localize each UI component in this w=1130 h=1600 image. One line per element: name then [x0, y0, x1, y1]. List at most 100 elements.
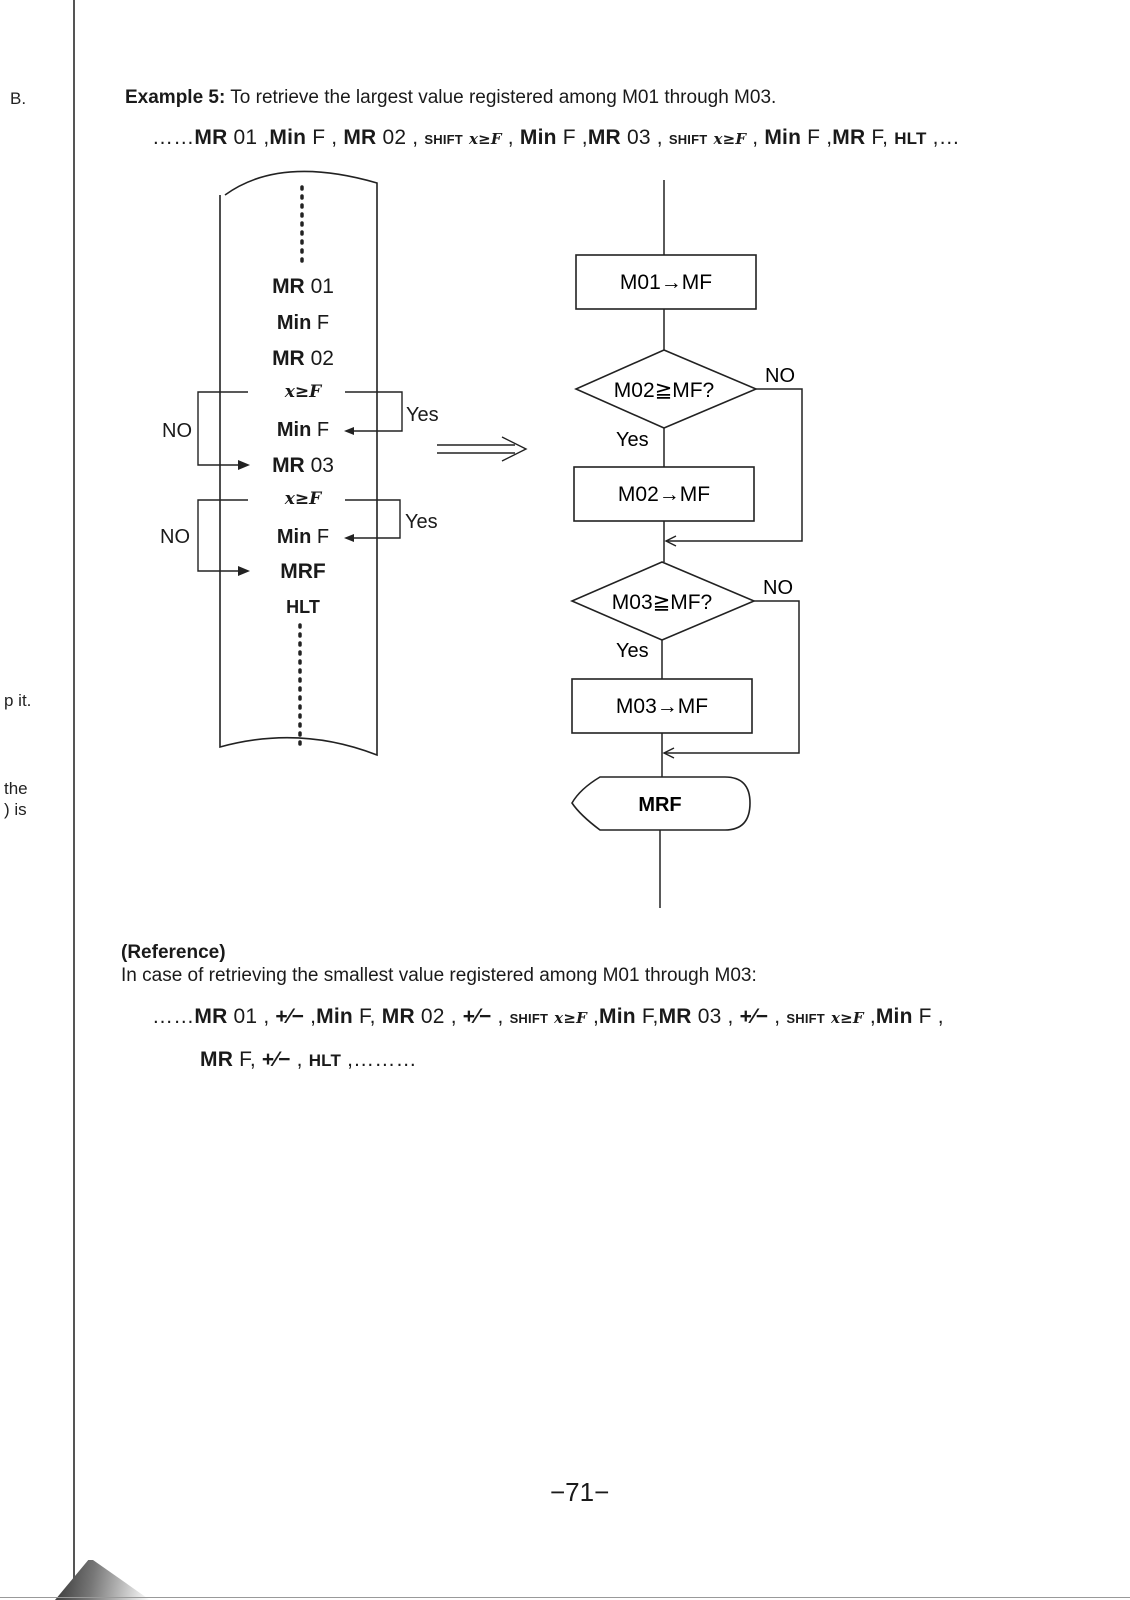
yes-bracket-1	[345, 391, 403, 432]
key-digits: 02	[382, 126, 407, 149]
key-sequence-1: ……MR 01 ,Min F , MR 02 , SHIFT x≥F , Min…	[152, 126, 960, 150]
ellipsis: ……	[152, 126, 195, 149]
arrowhead	[662, 747, 675, 759]
strip-line-mrf: MRF	[280, 560, 326, 583]
no-bracket-1	[197, 391, 248, 466]
key-min: Min	[316, 1005, 353, 1028]
double-arrow-head	[501, 436, 528, 462]
separator: ,	[331, 126, 338, 149]
key-shift: SHIFT	[424, 132, 463, 147]
no-bracket-2	[197, 499, 248, 572]
key-digits: 02	[420, 1005, 445, 1028]
separator: ,	[497, 1005, 504, 1028]
separator: ,	[727, 1005, 734, 1028]
separator: ,	[882, 126, 889, 149]
key-min: Min	[276, 312, 312, 334]
terminal-text: MRF	[638, 794, 681, 816]
key-mr: MR	[381, 1005, 415, 1028]
key-mr: MR	[194, 126, 228, 149]
key-f: F	[316, 312, 330, 334]
decision-1-no-label: NO	[765, 365, 795, 387]
key-min: Min	[875, 1005, 913, 1028]
key-mr: MR	[272, 347, 305, 370]
strip-line-x-ge-f: x≥F	[284, 382, 322, 402]
key-plus-minus: +∕−	[739, 1005, 769, 1028]
arrowhead	[344, 534, 354, 542]
key-mr: MR	[343, 126, 377, 149]
process-box-1-text: M01→MF	[620, 271, 712, 294]
separator: ,	[581, 126, 588, 149]
separator: ,	[347, 1048, 354, 1071]
example-text: To retrieve the largest value registered…	[230, 87, 777, 108]
example-label: Example 5:	[125, 87, 226, 108]
key-min: Min	[276, 419, 312, 441]
no-branch-1	[666, 388, 803, 542]
decision-2-text: M03≧MF?	[612, 591, 712, 614]
bottom-rule	[0, 1597, 1130, 1598]
strip-outline	[219, 170, 378, 757]
key-f: F	[807, 126, 821, 149]
page-number: −71−	[550, 1477, 610, 1507]
key-f: F	[316, 419, 330, 441]
separator: ,	[869, 1005, 876, 1028]
key-plus-minus: +∕−	[261, 1048, 291, 1071]
program-strip-graphic	[197, 170, 528, 757]
key-mr: MR	[200, 1048, 234, 1071]
separator: ,	[752, 126, 759, 149]
key-min: Min	[764, 126, 802, 149]
key-digits: 02	[310, 347, 334, 370]
ellipsis: ……	[152, 1005, 195, 1028]
process-box-3	[571, 678, 753, 734]
separator: ,	[412, 126, 419, 149]
no-branch-2	[664, 600, 800, 754]
key-f: F	[316, 526, 330, 548]
ellipsis: ………	[353, 1048, 417, 1071]
separator: ,	[932, 126, 939, 149]
key-x-ge-f: x≥F	[713, 130, 747, 148]
example-heading: Example 5: To retrieve the largest value…	[125, 87, 776, 109]
strip-no-label: NO	[160, 526, 190, 548]
decision-2-yes-label: Yes	[616, 640, 649, 662]
arrowhead	[344, 427, 354, 435]
strip-line-mr01: MR 01	[243, 275, 363, 299]
key-plus-minus: +∕−	[462, 1005, 492, 1028]
key-shift: SHIFT	[786, 1011, 825, 1026]
separator: ,	[826, 126, 833, 149]
reference-heading: (Reference)	[121, 942, 226, 963]
terminal-shape	[571, 776, 751, 831]
key-digits: 03	[697, 1005, 722, 1028]
key-x-ge-f: x≥F	[468, 130, 502, 148]
key-mr: MR	[658, 1005, 692, 1028]
process-box-3-text: M03→MF	[616, 695, 708, 718]
ellipsis: …	[938, 126, 960, 149]
key-digits: 03	[310, 454, 334, 477]
strip-yes-label: Yes	[405, 511, 438, 533]
process-box-2-text: M02→MF	[618, 483, 710, 506]
separator: ,	[263, 126, 270, 149]
key-x-ge-f: x≥F	[831, 1009, 864, 1027]
key-min: Min	[599, 1005, 636, 1028]
decision-1-text: M02≧MF?	[614, 379, 714, 402]
strip-line-hlt: HLT	[286, 597, 320, 617]
strip-yes-label: Yes	[406, 404, 439, 426]
key-x-ge-f: x≥F	[554, 1009, 587, 1027]
separator: ,	[450, 1005, 457, 1028]
flowchart: M01→MF M02≧MF? NO Yes M02→MF M03≧MF? NO …	[569, 180, 803, 908]
binding-shadow	[55, 1560, 150, 1600]
key-digits: 03	[626, 126, 651, 149]
margin-fragment: the	[4, 779, 28, 798]
separator: ,	[507, 126, 514, 149]
strip-line-minf: Min F	[243, 419, 363, 442]
key-hlt: HLT	[894, 129, 927, 148]
key-min: Min	[269, 126, 307, 149]
key-f: F	[641, 1005, 653, 1028]
key-min: Min	[519, 126, 557, 149]
key-digits: 01	[310, 275, 334, 298]
separator: ,	[263, 1005, 270, 1028]
arrowhead	[664, 535, 677, 547]
key-sequence-2-line-1: ……MR 01 , +∕− ,Min F, MR 02 , +∕− , SHIF…	[152, 1005, 944, 1029]
margin-letter: B.	[10, 89, 27, 108]
margin-fragment: p it.	[4, 691, 32, 710]
separator: ,	[656, 126, 663, 149]
key-f: F	[562, 126, 576, 149]
